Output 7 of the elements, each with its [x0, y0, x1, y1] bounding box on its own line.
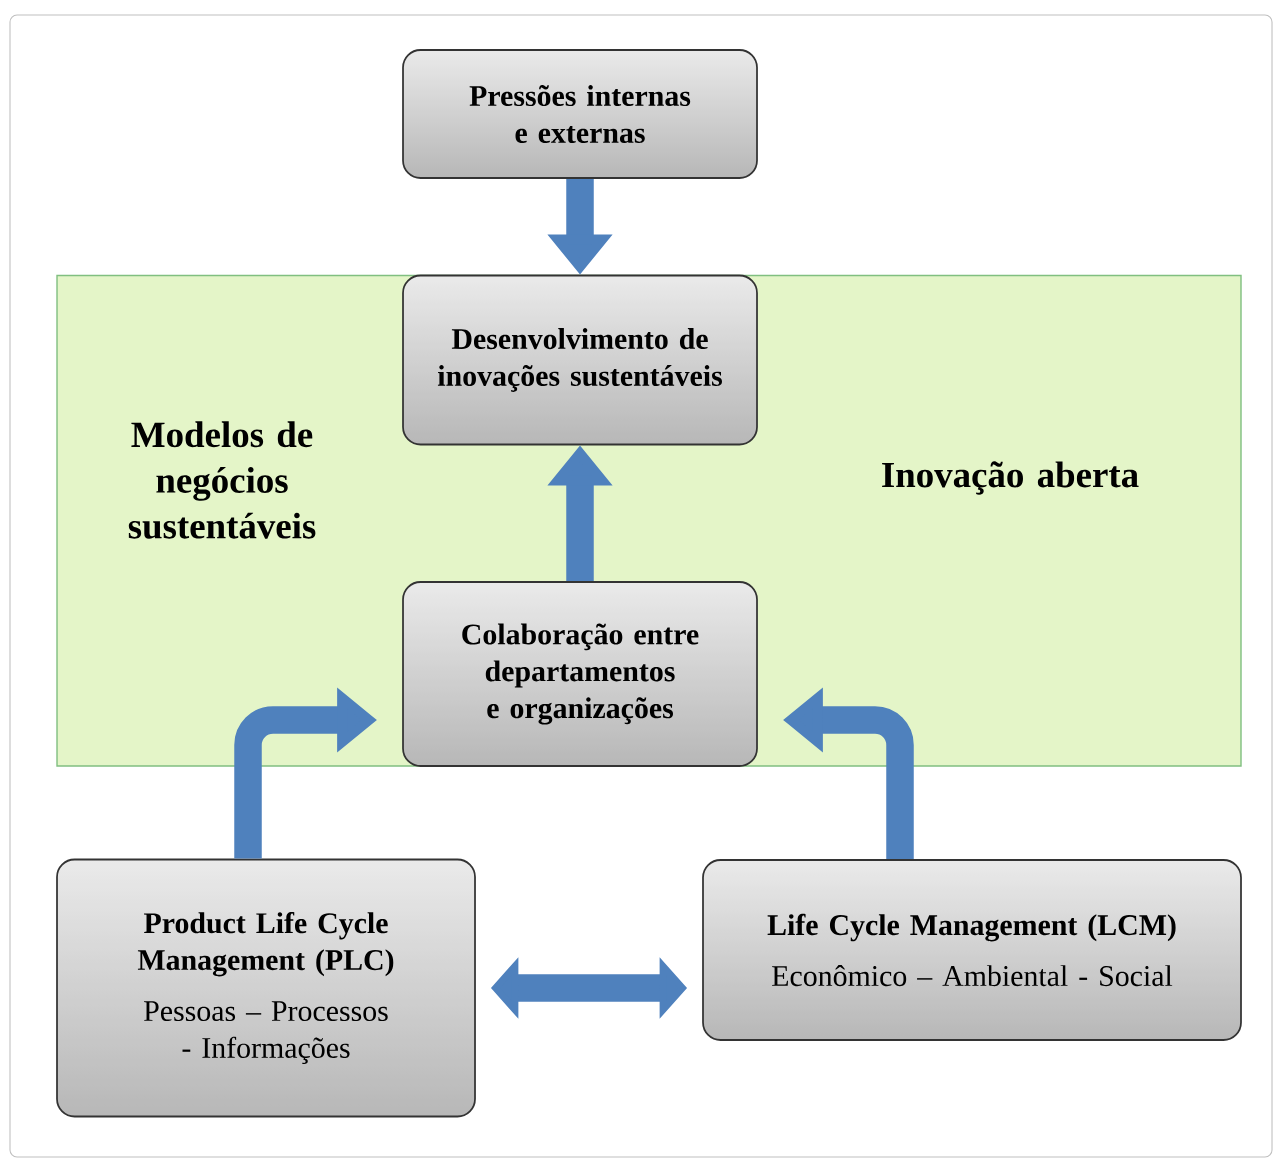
- process-box: Product Life Cycle Management (PLC) Pessoas – Processos - Informações: [56, 858, 476, 1118]
- process-box: Life Cycle Management (LCM) Econômico – Ambiental - Social: [702, 859, 1242, 1041]
- process-box: Colaboração entre departamentos e organizações: [402, 581, 758, 767]
- process-box: Desenvolvimento de inovações sustentáveis: [402, 274, 758, 446]
- band-label: Inovação aberta: [882, 461, 1139, 495]
- process-box: Pressões internas e externas: [402, 49, 758, 179]
- band-label: Modelos de negócios sustentáveis: [128, 421, 316, 539]
